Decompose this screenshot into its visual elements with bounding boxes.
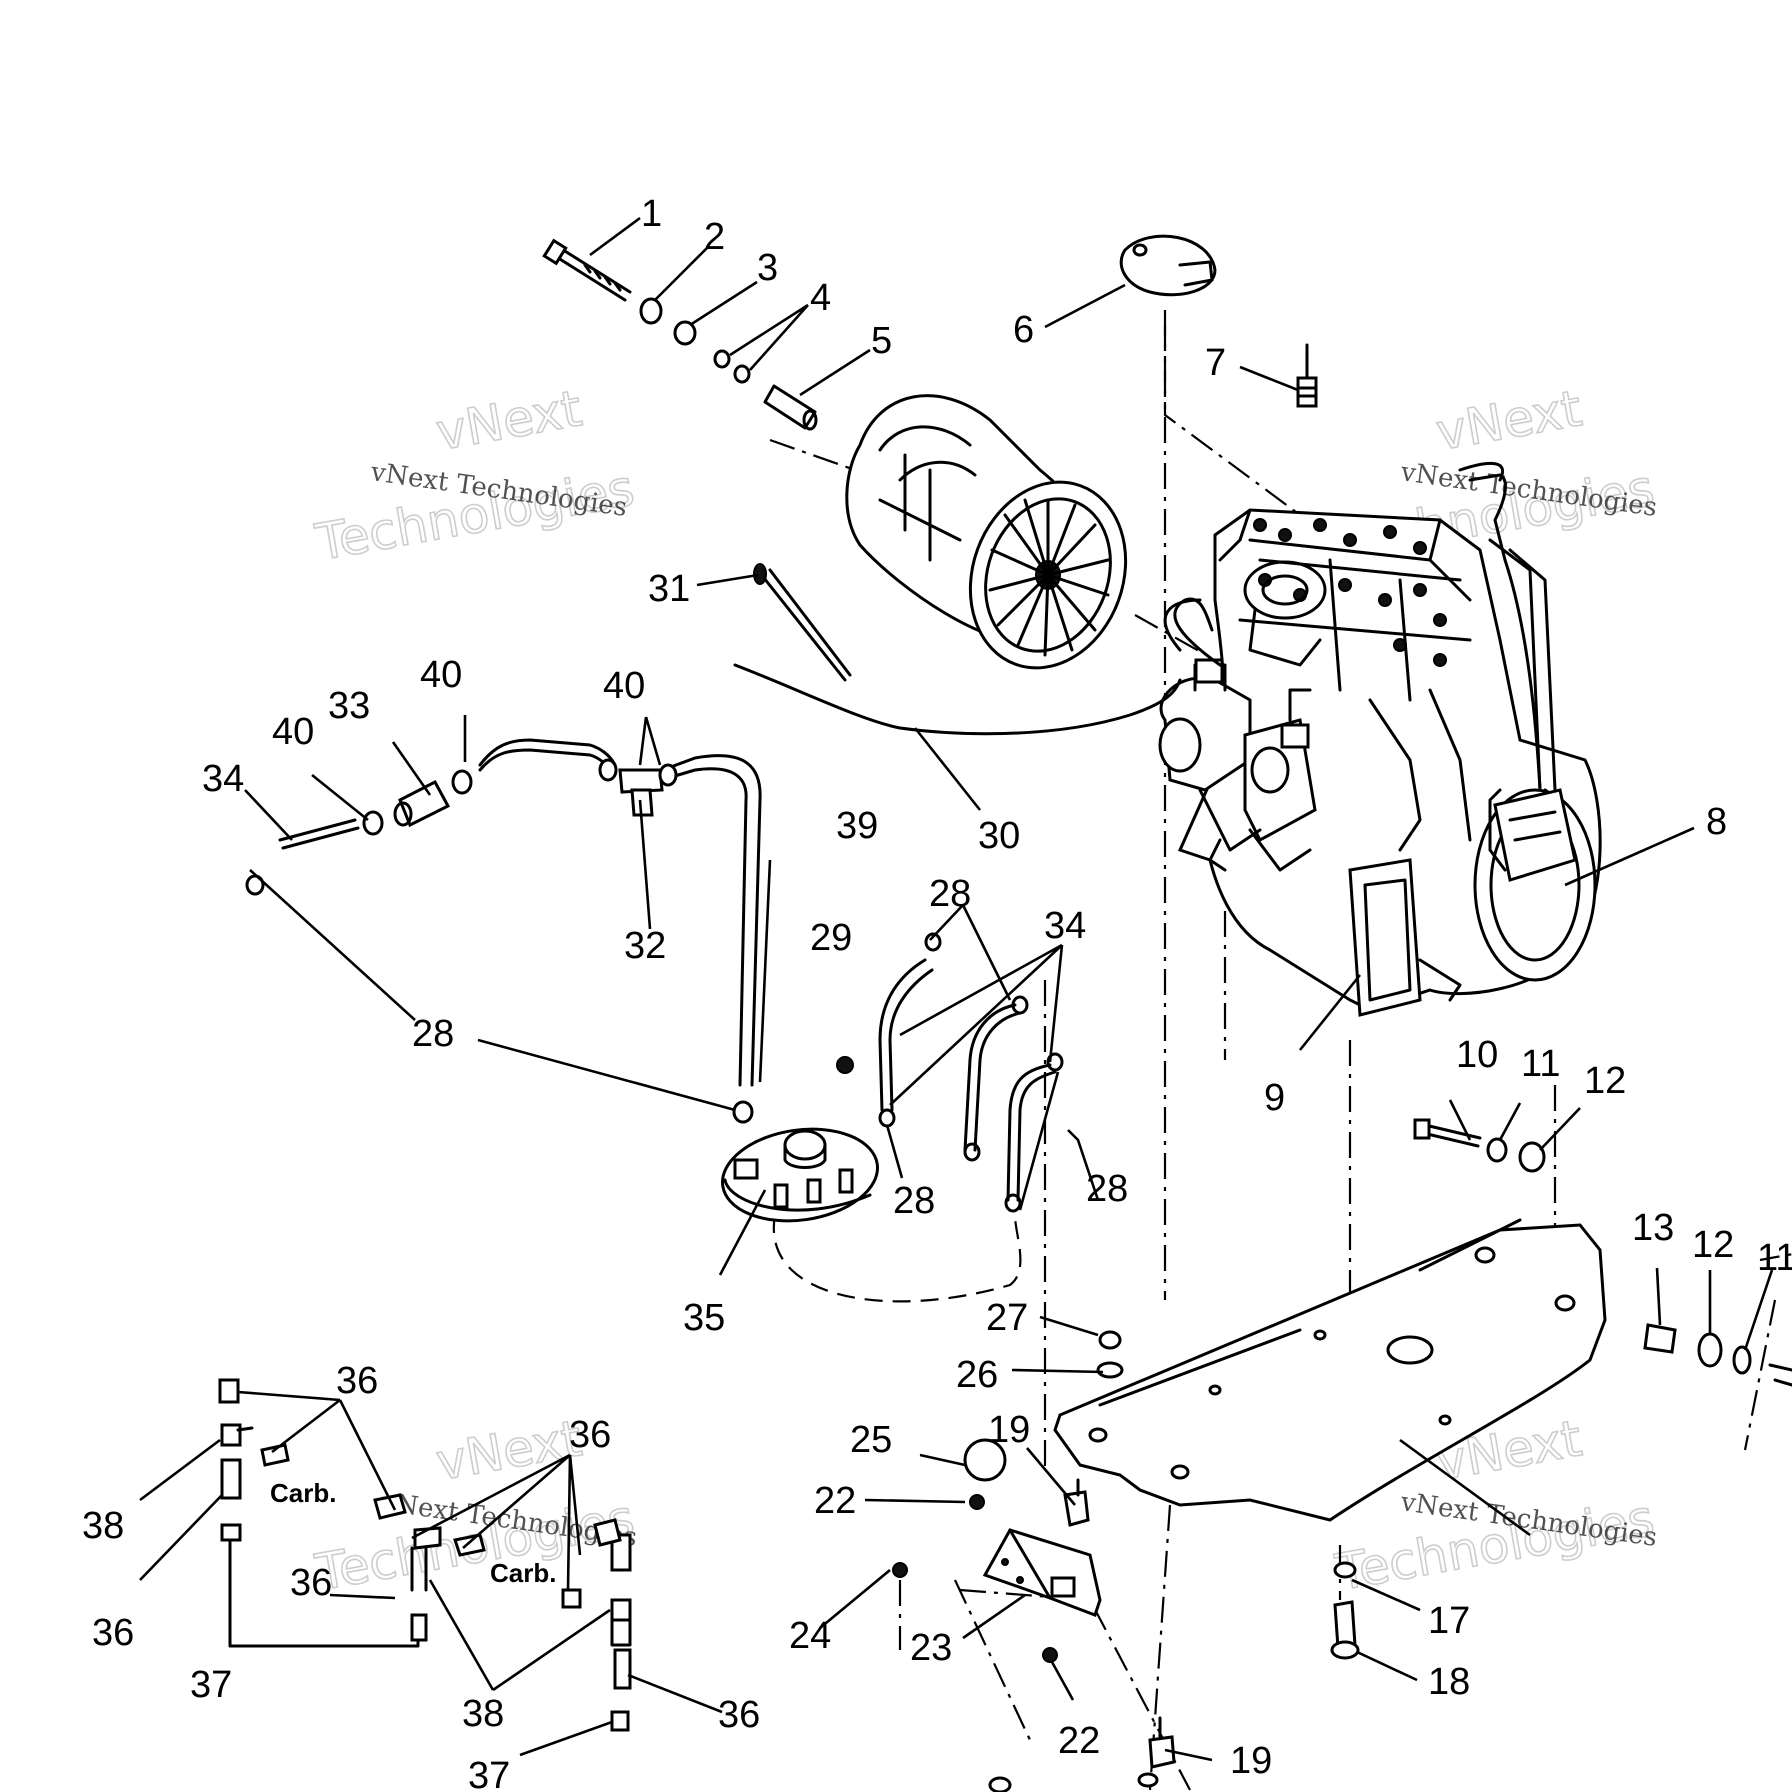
callout-3: 3 (757, 247, 778, 289)
callout-33: 33 (328, 685, 370, 727)
callout-32: 32 (624, 925, 666, 967)
callout-5: 5 (871, 320, 892, 362)
callout-36c: 36 (92, 1612, 134, 1654)
washer-part-11 (1486, 1137, 1508, 1163)
spark-plug-part-7 (1296, 343, 1318, 408)
callout-7: 7 (1205, 342, 1226, 384)
callout-37b: 37 (468, 1755, 510, 1792)
callout-22: 22 (814, 1480, 856, 1522)
callout-29: 29 (810, 917, 852, 959)
tee-fitting-part-32 (618, 768, 664, 817)
washer-part-4a (713, 349, 731, 369)
callout-25: 25 (850, 1419, 892, 1461)
callout-36e: 36 (718, 1694, 760, 1736)
callout-19: 19 (988, 1409, 1030, 1451)
washer-part-2 (639, 297, 663, 325)
callout-18: 18 (1428, 1661, 1470, 1703)
leader-lines (139, 216, 1774, 1762)
callout-40: 40 (272, 711, 314, 753)
engine-mount-plate (1053, 1218, 1607, 1522)
clamps-part-40 (362, 758, 678, 836)
recoil-handle-part-6 (1119, 234, 1217, 297)
spacer-part-5 (763, 384, 818, 431)
callout-11b: 11 (1757, 1237, 1792, 1279)
callout-2: 2 (704, 216, 725, 258)
callout-10: 10 (1456, 1034, 1498, 1076)
callout-27: 27 (986, 1297, 1028, 1339)
callout-23: 23 (910, 1627, 952, 1669)
callout-1: 1 (641, 193, 662, 235)
carburetors (1158, 658, 1317, 872)
callout-36b: 36 (569, 1414, 611, 1456)
fuel-sender-part-35 (721, 1127, 879, 1223)
callout-24: 24 (789, 1615, 831, 1657)
callout-36d: 36 (290, 1562, 332, 1604)
pulse-line (1468, 473, 1542, 792)
bolt-part-1 (542, 238, 632, 302)
callout-11: 11 (1521, 1043, 1560, 1085)
cable-tie-part-31 (753, 563, 852, 682)
callout-4: 4 (810, 277, 831, 319)
callout-12: 12 (1584, 1060, 1626, 1102)
callout-28b: 28 (929, 873, 971, 915)
fuel-line-part-39 (478, 738, 762, 1087)
callout-40c: 40 (603, 665, 645, 707)
lockwasher-part-3 (673, 320, 697, 346)
mount-bolt-part-10 (1413, 1118, 1482, 1148)
callout-38b: 38 (462, 1693, 504, 1735)
washer-part-4b (733, 364, 751, 384)
callout-28: 28 (412, 1013, 454, 1055)
washer-part-11b (1732, 1345, 1752, 1375)
svg-text:vNext: vNext (432, 1409, 586, 1491)
callout-26: 26 (956, 1354, 998, 1396)
engine-assembly-part-8 (1158, 508, 1602, 1017)
drive-clutch (845, 394, 1128, 670)
callout-36: 36 (336, 1360, 378, 1402)
isolator-part-12b (1697, 1332, 1723, 1368)
callout-35: 35 (683, 1297, 725, 1339)
svg-text:vNext: vNext (1432, 379, 1586, 461)
callout-40b: 40 (420, 654, 462, 696)
callout-13: 13 (1632, 1207, 1674, 1249)
callout-19b: 19 (1230, 1740, 1272, 1782)
callout-39: 39 (836, 805, 878, 847)
callout-8: 8 (1706, 801, 1727, 843)
spacer-part-13 (1643, 1323, 1677, 1354)
callout-34b: 34 (1044, 905, 1086, 947)
fuel-filter-part-33 (393, 779, 451, 828)
hoses-part-34-tank (878, 958, 1057, 1202)
svg-text:vNext: vNext (432, 379, 586, 461)
callout-28d: 28 (1086, 1168, 1128, 1210)
carb-fittings-left (218, 1378, 632, 1732)
carb-label-right: Carb. (490, 1558, 556, 1588)
callout-37: 37 (190, 1664, 232, 1706)
fuel-pump-part-9 (1348, 858, 1462, 1017)
callout-17: 17 (1428, 1600, 1470, 1642)
throttle-cable-part-30 (733, 663, 1182, 736)
watermark-top-left: vNext Technologies vNext Technologies (310, 379, 639, 573)
callout-31: 31 (648, 568, 690, 610)
cable-to-carb-top (1173, 597, 1222, 667)
callout-34: 34 (202, 758, 244, 800)
callout-30: 30 (978, 815, 1020, 857)
vent-check-part-29 (836, 1056, 854, 1074)
plug-wire-right (1458, 461, 1504, 482)
hose-part-34-left (278, 818, 360, 850)
callout-12b: 12 (1692, 1224, 1734, 1266)
callout-22b: 22 (1058, 1720, 1100, 1762)
callout-9: 9 (1264, 1077, 1285, 1119)
mount-hardware (892, 1330, 1360, 1792)
carb-label-left: Carb. (270, 1478, 336, 1508)
bracket-part-23 (982, 1528, 1102, 1617)
callout-28c: 28 (893, 1180, 935, 1222)
callout-6: 6 (1013, 309, 1034, 351)
callout-38: 38 (82, 1505, 124, 1547)
isolator-part-12 (1518, 1141, 1546, 1173)
